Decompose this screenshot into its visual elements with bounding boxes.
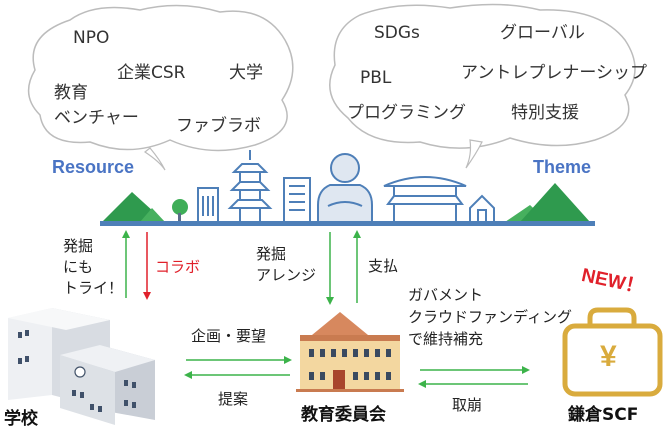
scf-flow-label-3: で維持補充 xyxy=(408,330,484,348)
board-building-icon xyxy=(296,312,404,392)
board-up-label-1: 発掘 xyxy=(256,245,287,263)
theme-cloud xyxy=(329,3,636,169)
board-label: 教育委員会 xyxy=(301,405,386,425)
yen-icon: ¥ xyxy=(600,340,617,373)
scf-flow-label-1: ガバメント xyxy=(408,286,484,304)
theme-heading: Theme xyxy=(533,157,592,177)
resource-item-university: 大学 xyxy=(229,63,263,83)
proposal-label: 提案 xyxy=(218,390,249,408)
resource-item-fablab: ファブラボ xyxy=(176,116,261,136)
theme-item-sdgs: SDGs xyxy=(374,23,420,43)
theme-item-pbl: PBL xyxy=(360,68,392,88)
resource-item-education: 教育 xyxy=(54,83,88,103)
theme-item-special-support: 特別支援 xyxy=(511,103,579,123)
theme-item-programming: プログラミング xyxy=(347,103,466,123)
withdraw-label: 取崩 xyxy=(452,396,483,414)
scf-bag-icon xyxy=(562,307,663,397)
resource-heading: Resource xyxy=(52,157,135,177)
town-skyline xyxy=(100,150,595,226)
school-building-icon xyxy=(8,308,155,425)
collab-label: コラボ xyxy=(155,258,201,276)
theme-item-entrepreneurship: アントレプレナーシップ xyxy=(461,63,647,83)
school-up-label-2: にも xyxy=(63,258,94,276)
resource-cloud xyxy=(27,4,294,171)
board-pay-label: 支払 xyxy=(368,257,399,275)
scf-label: 鎌倉SCF xyxy=(568,405,639,425)
resource-item-venture: ベンチャー xyxy=(54,108,139,128)
school-up-label-1: 発掘 xyxy=(63,237,94,255)
resource-item-npo: NPO xyxy=(73,28,110,48)
school-up-label-3: トライ！ xyxy=(63,279,124,297)
resource-item-csr: 企業CSR xyxy=(117,63,186,83)
theme-item-global: グローバル xyxy=(500,23,585,43)
school-label: 学校 xyxy=(4,409,38,429)
board-up-label-2: アレンジ xyxy=(256,266,317,284)
scf-flow-label-2: クラウドファンディング xyxy=(408,308,572,326)
request-label: 企画・要望 xyxy=(191,327,267,345)
